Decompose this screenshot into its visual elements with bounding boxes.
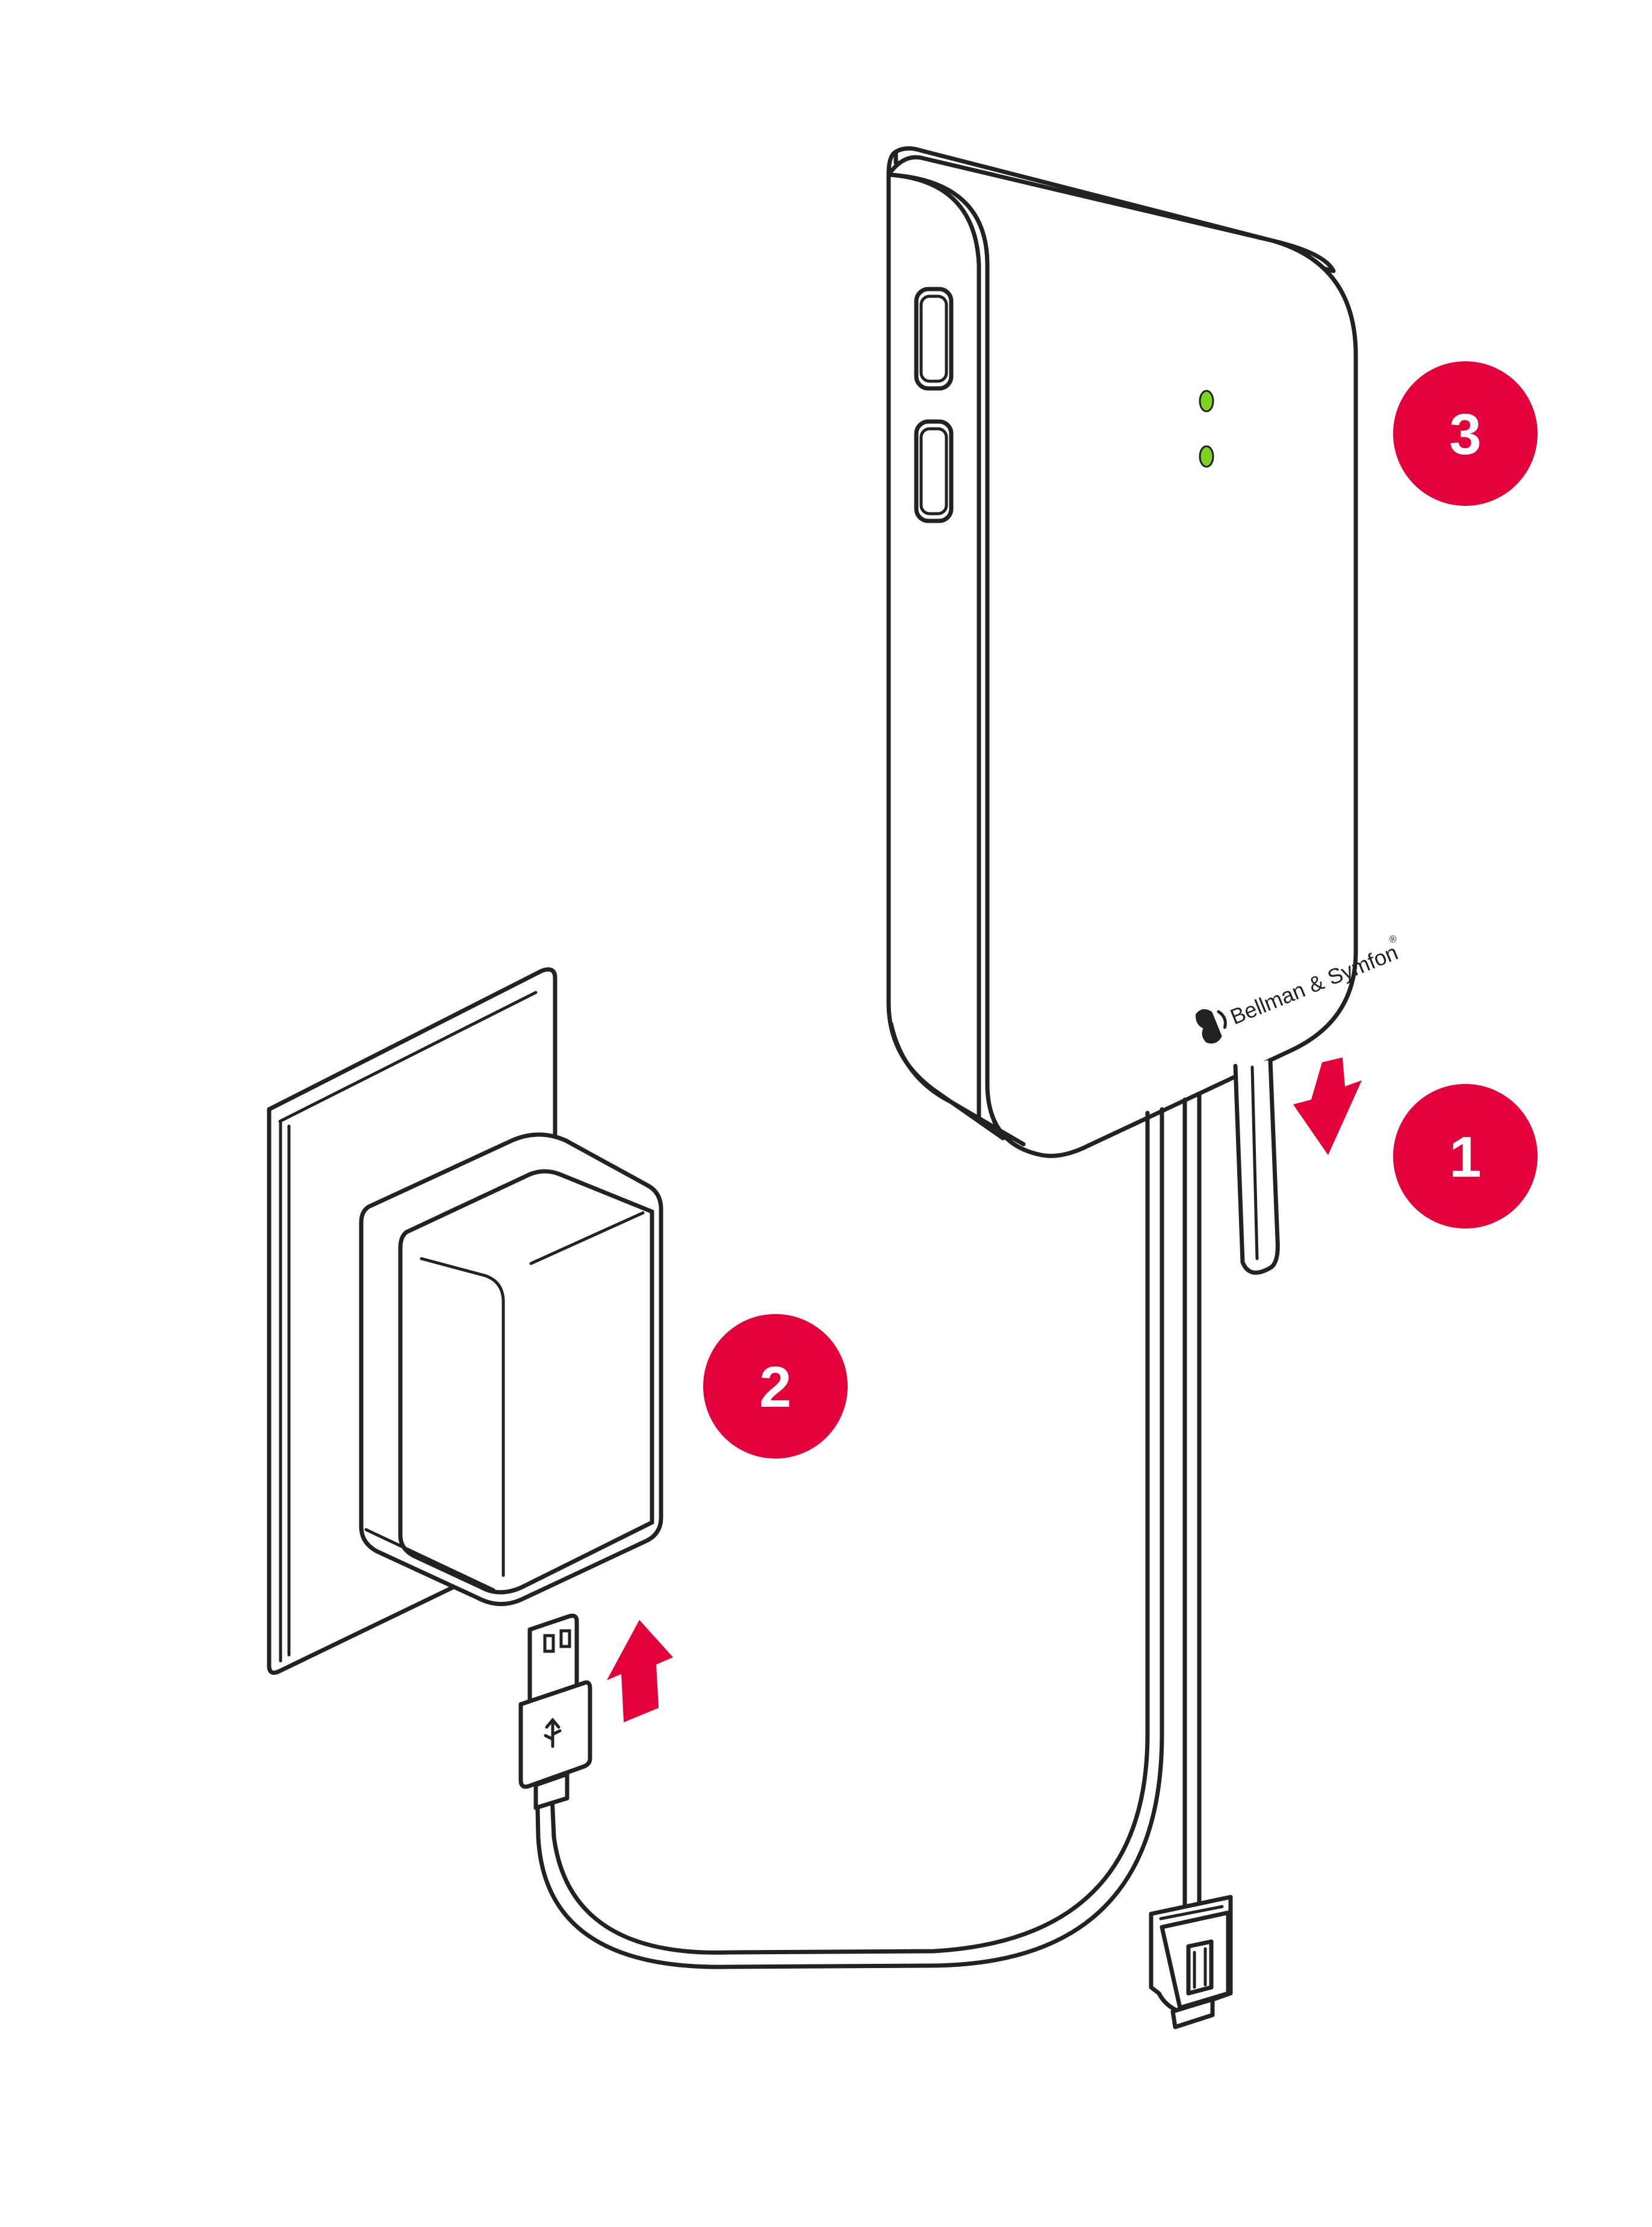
step-badge-1: 1 [1393, 1084, 1538, 1229]
step-badge-3: 3 [1393, 361, 1538, 506]
step-number-3: 3 [1449, 402, 1481, 467]
speaker-head-icon [1195, 1009, 1227, 1044]
side-button-bottom[interactable] [914, 419, 954, 523]
power-adapter [359, 1132, 663, 1607]
step-badge-2: 2 [703, 1314, 848, 1459]
indicator-leds [1199, 390, 1214, 468]
cables [535, 1057, 1280, 1969]
step-number-1: 1 [1449, 1125, 1481, 1189]
main-device: Bellman & Symfon ® [886, 146, 1402, 1158]
arrow-down-icon [1293, 1057, 1362, 1155]
side-button-top[interactable] [914, 287, 954, 391]
step-number-2: 2 [759, 1355, 791, 1419]
usb-plug [518, 1613, 592, 1810]
led-bottom [1199, 445, 1214, 468]
arrow-up-icon [607, 1620, 673, 1722]
network-plug [1149, 1895, 1233, 2029]
led-top [1199, 390, 1214, 413]
